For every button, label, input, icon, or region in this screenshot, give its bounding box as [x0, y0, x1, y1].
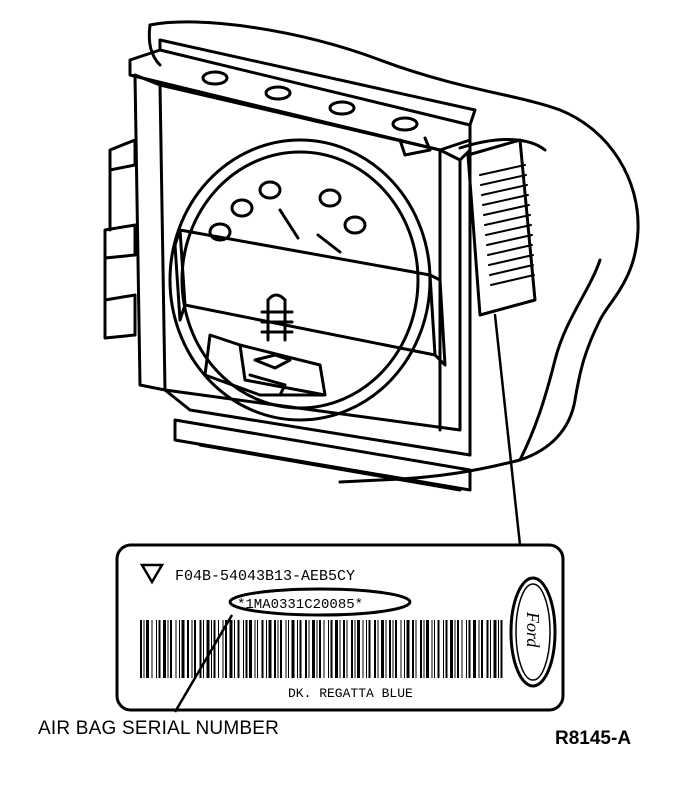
- part-number-text: F04B-54043B13-AEB5CY: [175, 568, 355, 585]
- ford-logo-icon: [509, 576, 557, 688]
- bottom-trim: [173, 418, 472, 492]
- label-plate: F04B-54043B13-AEB5CY *1MA0331C20085* DK.…: [115, 543, 565, 712]
- figure-reference: R8145-A: [555, 728, 632, 749]
- ford-logo-text: Ford: [523, 611, 543, 648]
- module-housing: [103, 73, 472, 457]
- warning-triangle-icon: [139, 563, 165, 585]
- color-name-text: DK. REGATTA BLUE: [288, 686, 413, 701]
- label-leader-line: [493, 313, 522, 547]
- serial-number-caption: AIR BAG SERIAL NUMBER: [38, 718, 280, 739]
- retaining-strap: [173, 228, 447, 367]
- label-window: [466, 138, 537, 317]
- connector-assembly: [203, 293, 327, 397]
- serial-number-text: *1MA0331C20085*: [237, 597, 363, 613]
- barcode: [140, 620, 503, 678]
- serial-leader-line: [173, 614, 234, 713]
- serial-number-highlight: [228, 587, 412, 617]
- top-mounting-rail: [128, 38, 477, 157]
- airbag-cover: [147, 20, 640, 484]
